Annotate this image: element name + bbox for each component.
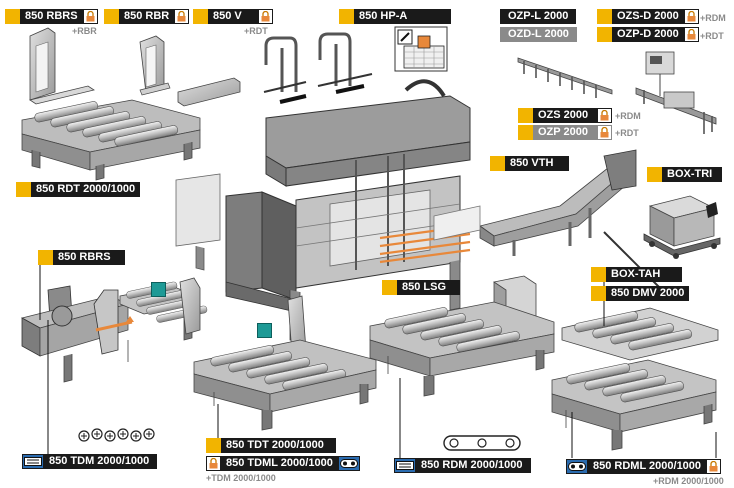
ozs-d-control-rail: [635, 51, 717, 134]
box-tri-container: [603, 195, 721, 291]
v-support-bar: [177, 77, 241, 107]
roller-drive-icon: [394, 458, 416, 473]
lock-icon: [174, 9, 190, 24]
rdml-roller-table: [551, 359, 717, 451]
label-850-dmv-2000: 850 DMV 2000: [591, 286, 690, 301]
label-850-tdt: 850 TDT 2000/1000: [206, 438, 336, 453]
suffix-rdm: +RDM 2000/1000: [653, 476, 724, 486]
label-ozs-d-2000: OZS-D 2000: [597, 9, 699, 24]
rbrs-mid-roller-section: [63, 281, 208, 383]
bandsaw-machine-body: [175, 79, 471, 341]
label-850-rdm: 850 RDM 2000/1000: [394, 458, 531, 473]
suffix-rdt: +RDT: [244, 26, 268, 36]
label-850-rbrs-top: 850 RBRS: [5, 9, 98, 24]
chain-drive-icon: [566, 459, 588, 474]
rbrs-mid-vertical-post: [179, 277, 201, 335]
label-850-rbr: 850 RBR: [104, 9, 190, 24]
label-850-rdt: 850 RDT 2000/1000: [16, 182, 141, 197]
suffix-tdm: +TDM 2000/1000: [206, 473, 276, 483]
suffix-rdt: +RDT: [700, 31, 724, 41]
lock-icon: [82, 9, 98, 24]
label-ozp-d-2000: OZP-D 2000: [597, 27, 699, 42]
suffix-rdm: +RDM: [615, 111, 641, 121]
label-850-hp-a: 850 HP-A: [339, 9, 452, 24]
rbrs-mid-stop-unit: [20, 285, 134, 357]
lock-icon: [206, 456, 221, 471]
rdm-chain-icon: [443, 435, 521, 451]
label-850-tdm: 850 TDM 2000/1000: [22, 454, 158, 469]
ozp-l-measuring-rail: [517, 57, 613, 98]
label-850-vth: 850 VTH: [490, 156, 570, 171]
lock-icon: [683, 27, 699, 42]
lock-icon: [257, 9, 273, 24]
rbrs-top-stop-unit: [29, 27, 95, 105]
suffix-rbr: +RBR: [72, 26, 97, 36]
suffix-rdm: +RDM: [700, 13, 726, 23]
label-ozs-2000: OZS 2000: [518, 108, 613, 123]
chain-drive-icon: [337, 456, 360, 471]
lock-icon: [683, 9, 699, 24]
tdm-gear-icons: [78, 428, 155, 442]
hpa-detail-inset: [394, 26, 448, 72]
vth-chip-conveyor: [433, 149, 637, 256]
label-850-tdml: 850 TDML 2000/1000: [206, 456, 360, 471]
hpa-clamp-units: [263, 32, 373, 104]
rdm-roller-table: [369, 301, 555, 397]
teal-marker: [257, 323, 272, 338]
teal-marker: [151, 282, 166, 297]
lock-icon: [706, 459, 722, 474]
lock-icon: [596, 125, 612, 140]
label-ozp-2000: OZP 2000: [518, 125, 612, 140]
rdt-roller-table: [21, 99, 201, 181]
label-box-tah: BOX-TAH: [591, 267, 683, 282]
label-850-lsg: 850 LSG: [382, 280, 461, 295]
label-850-rdml: 850 RDML 2000/1000: [566, 459, 722, 474]
label-850-v: 850 V: [193, 9, 273, 24]
label-box-tri: BOX-TRI: [647, 167, 723, 182]
roller-drive-icon: [22, 454, 44, 469]
label-850-rbrs-mid: 850 RBRS: [38, 250, 125, 265]
lock-icon: [597, 108, 613, 123]
box-tah-dmv-conveyor: [561, 307, 719, 361]
rbr-stop-unit: [139, 35, 171, 96]
label-ozp-l-2000: OZP-L 2000: [500, 9, 577, 24]
tdt-roller-table: [193, 295, 377, 431]
suffix-rdt: +RDT: [615, 128, 639, 138]
label-ozd-l-2000: OZD-L 2000: [500, 27, 577, 42]
